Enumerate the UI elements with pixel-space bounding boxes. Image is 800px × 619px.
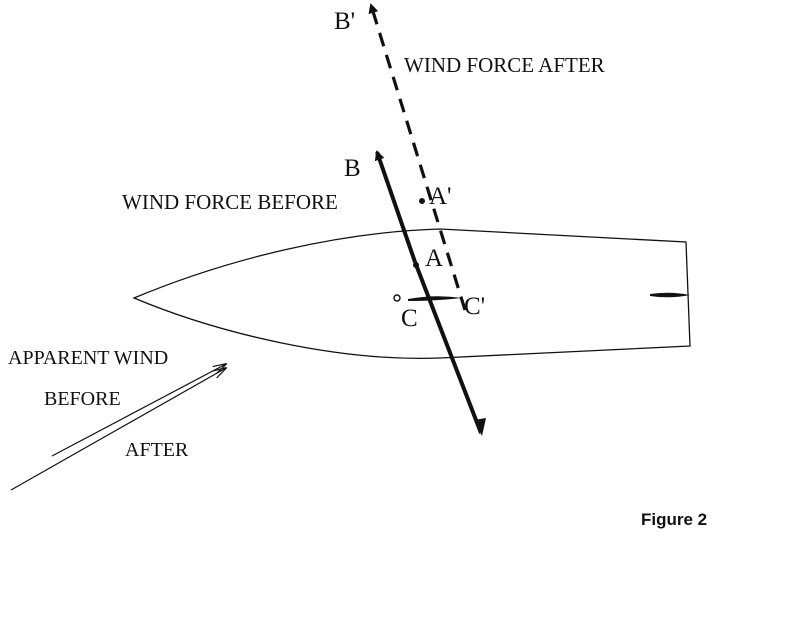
label-a: A (425, 245, 443, 272)
label-a-prime: A' (429, 183, 452, 210)
point-a-marker (413, 262, 419, 268)
figure-caption: Figure 2 (641, 510, 707, 529)
point-c-marker (393, 294, 401, 302)
label-apparent-wind: APPARENT WIND (8, 347, 168, 369)
rudder (650, 292, 690, 298)
label-b-prime: B' (334, 8, 355, 35)
lower-arrowhead (474, 418, 486, 436)
label-before: BEFORE (44, 388, 121, 410)
wind-force-after-arrow (368, 3, 467, 311)
apparent-wind-after-arrow (10, 368, 226, 491)
apparent-wind-before-arrow (51, 364, 226, 457)
label-wind-force-before: WIND FORCE BEFORE (122, 190, 338, 214)
wind-force-before-arrow (374, 150, 417, 263)
label-c: C (401, 305, 418, 332)
boat-hull (132, 228, 691, 360)
point-a-prime-marker (419, 198, 425, 204)
label-wind-force-after: WIND FORCE AFTER (404, 53, 605, 77)
label-after: AFTER (125, 439, 189, 461)
centerboard (408, 296, 462, 301)
wind-force-before-line-lower (413, 261, 483, 434)
label-b: B (344, 155, 361, 182)
label-c-prime: C' (464, 293, 485, 320)
